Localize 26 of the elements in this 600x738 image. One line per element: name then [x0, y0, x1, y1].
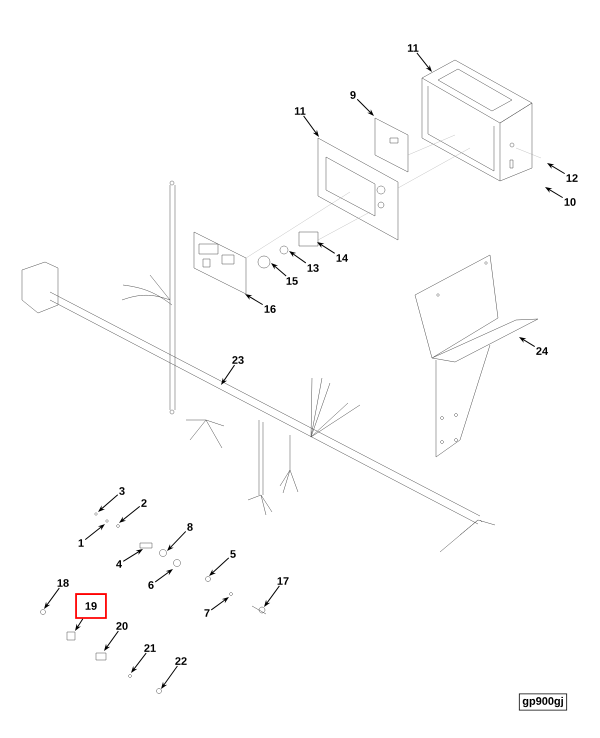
- callout-number: 7: [204, 609, 210, 617]
- callout-number: 15: [286, 277, 298, 285]
- callout-number: 5: [230, 550, 236, 558]
- callout-number: 22: [175, 657, 187, 665]
- callout-number: 23: [232, 356, 244, 364]
- callout-number: 3: [119, 487, 125, 495]
- callout-number: 4: [116, 560, 122, 568]
- callout-number: 6: [148, 581, 154, 589]
- callout-number: 21: [144, 644, 156, 652]
- callout-number: 2: [141, 499, 147, 507]
- figure-code: gp900gj: [518, 693, 568, 711]
- callout-number: 11: [408, 44, 418, 52]
- callout-number: 18: [58, 579, 69, 587]
- callout-number: 8: [187, 523, 193, 531]
- callout-number: 1: [78, 539, 84, 547]
- callout-number: 11: [294, 107, 306, 115]
- callout-number: 17: [278, 577, 289, 585]
- callout-number: 9: [350, 91, 356, 99]
- callout-number: 16: [264, 305, 276, 313]
- callout-number: 10: [564, 198, 576, 206]
- callout-number: 19: [75, 593, 107, 619]
- callout-number: 14: [336, 254, 348, 262]
- callout-number: 20: [116, 622, 128, 630]
- callout-number: 13: [308, 264, 319, 272]
- callout-number: 24: [536, 347, 548, 355]
- callout-number: 12: [566, 174, 578, 182]
